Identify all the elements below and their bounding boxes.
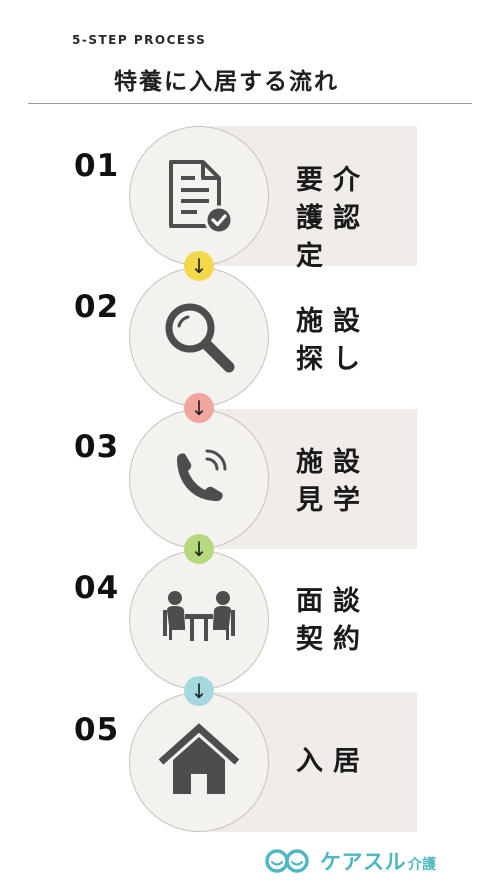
- magnifier-icon: [165, 303, 235, 373]
- step-1-number: 01: [74, 148, 120, 184]
- step-4-circle: [129, 550, 269, 690]
- step-1-circle: [129, 126, 269, 266]
- page-title: 特養に入居する流れ: [114, 69, 339, 95]
- step-2-circle: [129, 267, 269, 407]
- connector-3-arrow: ↓: [184, 534, 214, 564]
- step-4-number: 04: [74, 570, 120, 606]
- step-3-label: 施設見学: [296, 447, 370, 516]
- brand-logo: ケアスル 介護: [264, 846, 436, 876]
- step-2-label: 施設探し: [296, 306, 370, 375]
- step-1-label: 要介護認定: [296, 165, 370, 272]
- step-5-number: 05: [74, 712, 120, 748]
- connector-4-arrow: ↓: [184, 676, 214, 706]
- header-kicker: 5-STEP PROCESS: [72, 33, 207, 47]
- step-5-circle: [129, 692, 269, 832]
- header-divider: [28, 103, 472, 104]
- connector-2-arrow: ↓: [184, 393, 214, 423]
- meeting-icon: [163, 591, 235, 641]
- document-check-icon: [169, 160, 234, 235]
- smile-logo-icon: [265, 849, 309, 873]
- step-4-label: 面談契約: [296, 586, 370, 655]
- phone-icon: [177, 449, 227, 501]
- step-3-number: 03: [74, 429, 120, 465]
- step-2-number: 02: [74, 289, 120, 325]
- connector-1-arrow: ↓: [184, 251, 214, 281]
- step-3-circle: [129, 409, 269, 549]
- house-icon: [158, 723, 240, 794]
- brand-name: ケアスル: [320, 850, 406, 874]
- step-5-label: 入居: [296, 746, 370, 777]
- brand-sub: 介護: [408, 856, 436, 873]
